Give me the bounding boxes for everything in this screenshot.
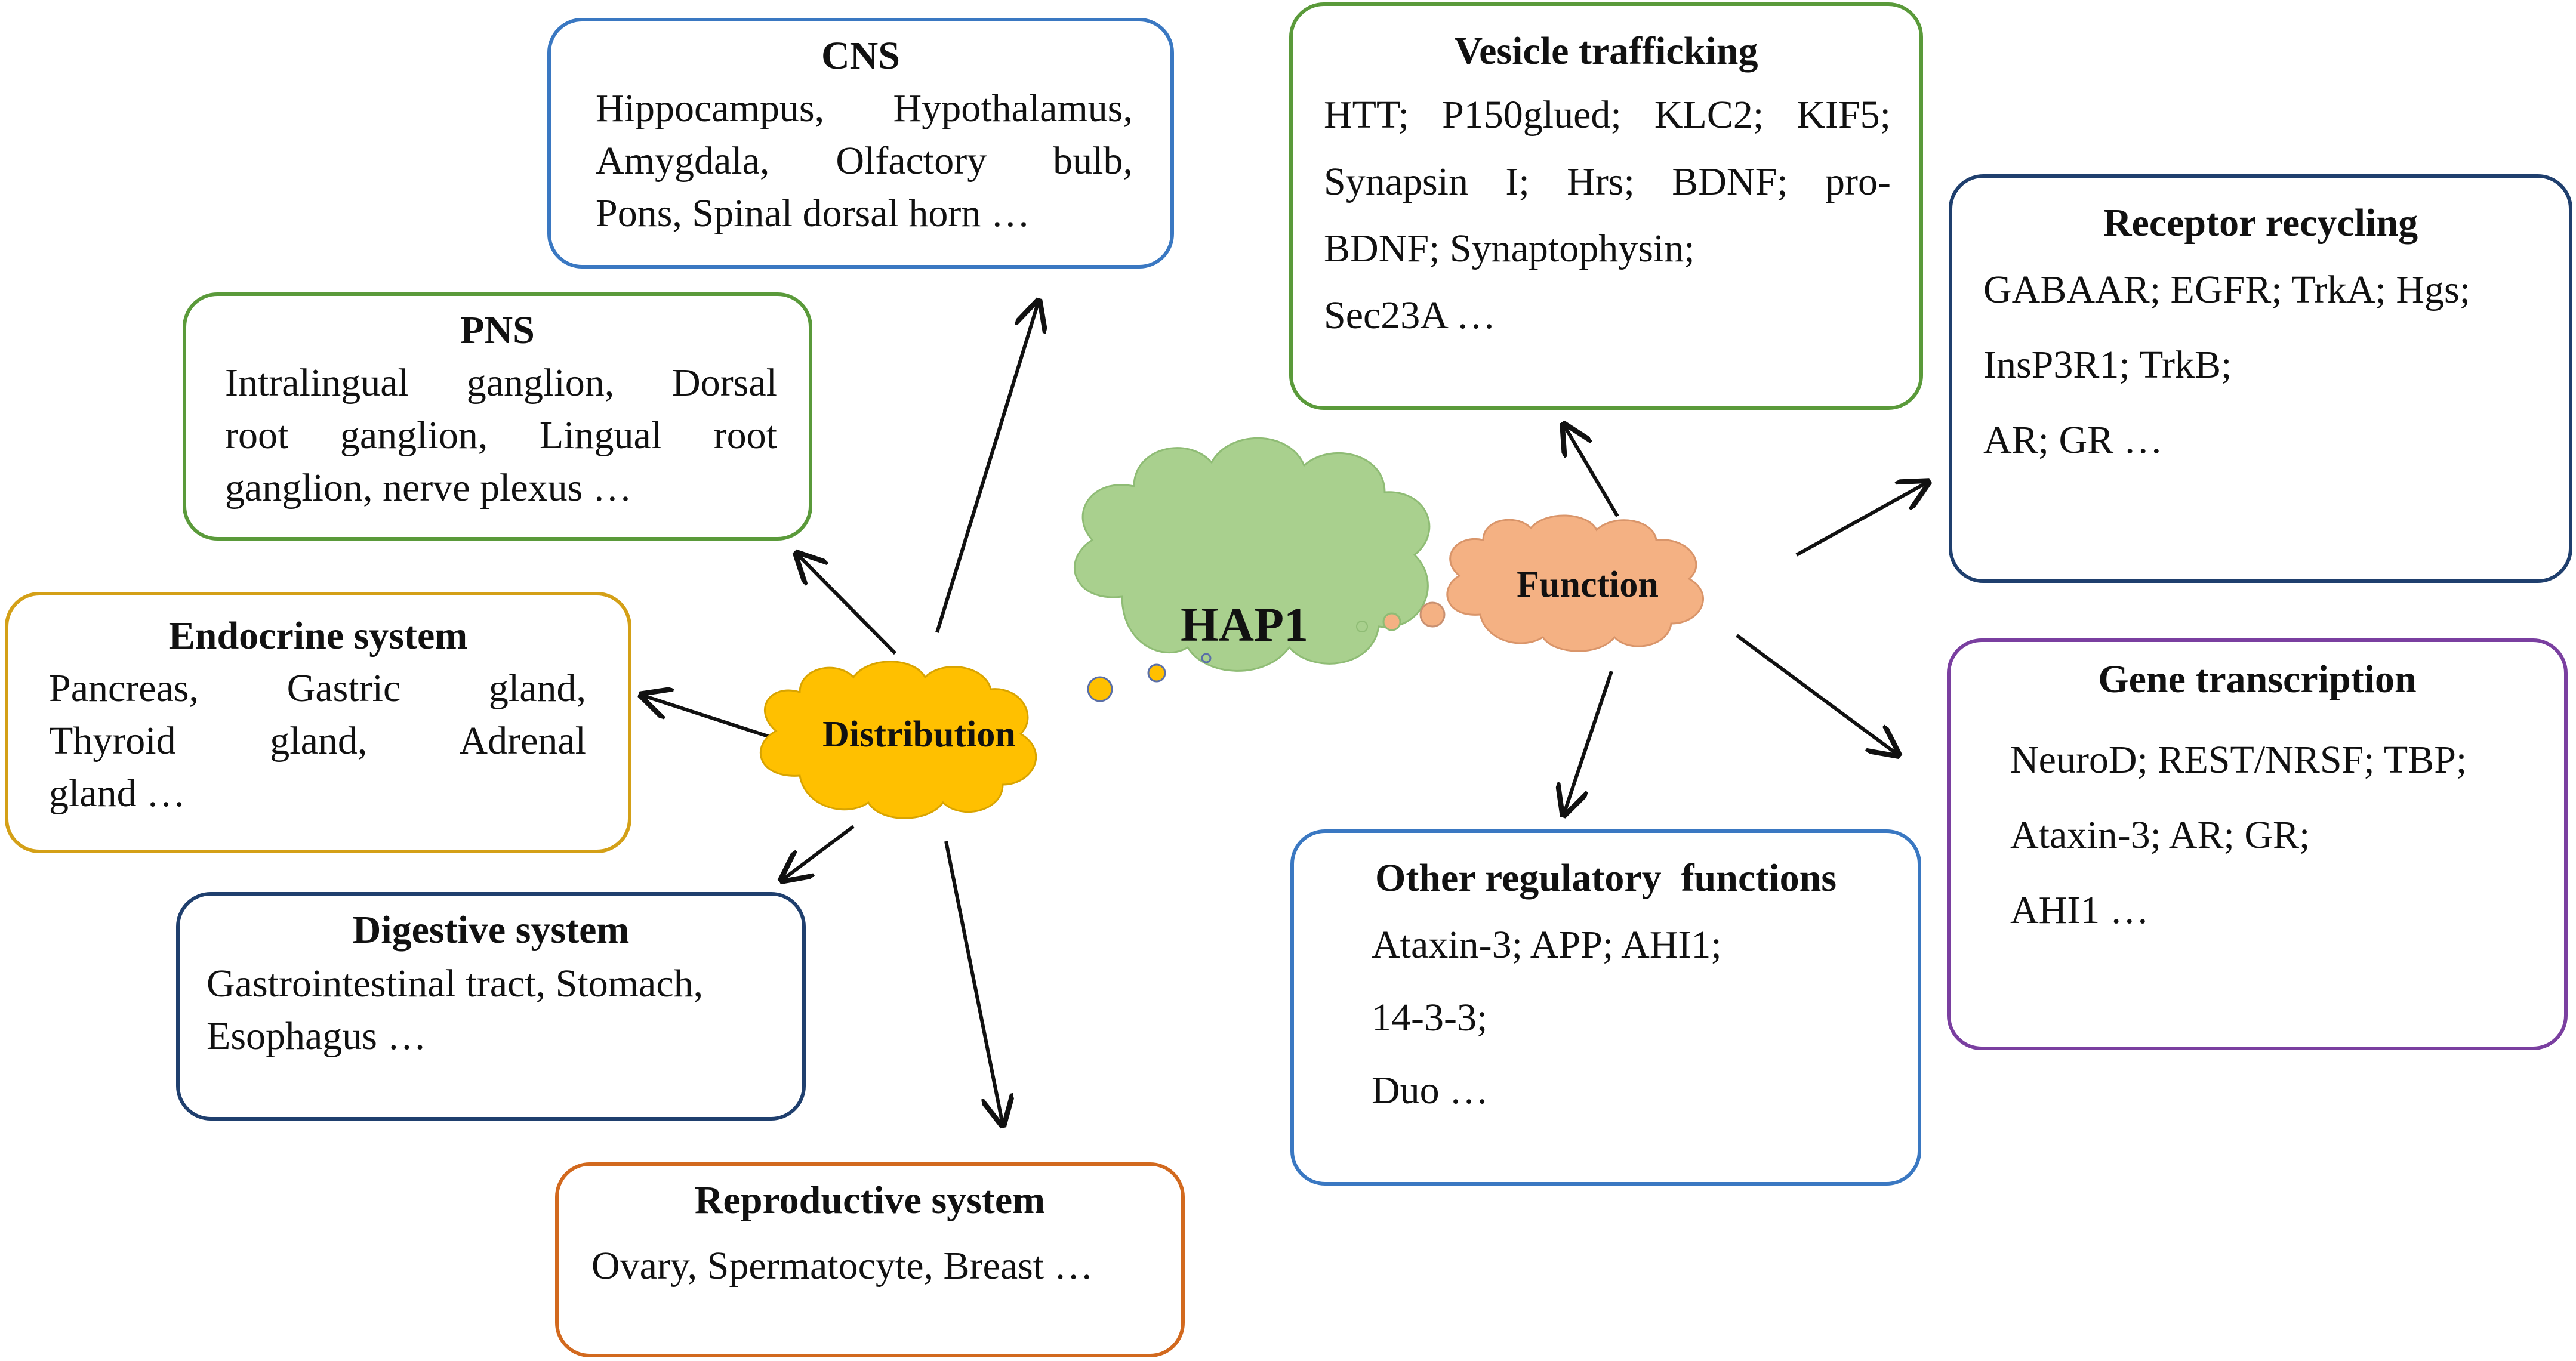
- center-label: HAP1: [1180, 597, 1309, 652]
- pns-lines: Intralingual ganglion, Dorsal root gangl…: [225, 360, 777, 518]
- cns-lines: Hippocampus, Hypothalamus, Amygdala, Olf…: [596, 86, 1133, 243]
- gene-box: Gene transcription NeuroD; REST/NRSF; TB…: [1947, 638, 2568, 1050]
- arrow-to-other: [1564, 671, 1613, 814]
- gene-lines: NeuroD; REST/NRSF; TBP; Ataxin-3; AR; GR…: [2010, 737, 2547, 963]
- receptor-box: Receptor recycling GABAAR; EGFR; TrkA; H…: [1949, 174, 2572, 583]
- digestive-title: Digestive system: [352, 908, 630, 952]
- reproductive-lines: Ovary, Spermatocyte, Breast …: [591, 1243, 1153, 1296]
- other-line: Ataxin-3; APP; AHI1;: [1372, 923, 1722, 967]
- vesicle-line: BDNF; Synaptophysin;: [1324, 227, 1695, 270]
- pns-line: Intralingual ganglion, Dorsal: [225, 361, 777, 405]
- vesicle-title: Vesicle trafficking: [1454, 29, 1758, 73]
- cns-line: Amygdala, Olfactory bulb,: [596, 139, 1133, 183]
- gene-title: Gene transcription: [2098, 658, 2417, 701]
- function-cloud: [1446, 514, 1704, 652]
- pns-box: PNS Intralingual ganglion, Dorsal root g…: [183, 292, 812, 541]
- pns-line: root ganglion, Lingual root: [225, 413, 777, 457]
- distribution-arrows: [642, 301, 1039, 1125]
- digestive-line: Esophagus …: [207, 1014, 427, 1058]
- digestive-line: Gastrointestinal tract, Stomach,: [207, 962, 704, 1005]
- function-label: Function: [1517, 564, 1659, 605]
- arrow-to-cns: [935, 301, 1039, 633]
- cns-line: Hippocampus, Hypothalamus,: [596, 87, 1133, 130]
- arrow-to-receptor: [1795, 482, 1928, 557]
- other-lines: Ataxin-3; APP; AHI1; 14-3-3; Duo …: [1372, 922, 1849, 1141]
- vesicle-line: Sec23A …: [1324, 294, 1496, 337]
- reproductive-box: Reproductive system Ovary, Spermatocyte,…: [555, 1162, 1185, 1357]
- function-arrows: [1564, 425, 1928, 814]
- endocrine-line: Pancreas, Gastric gland,: [49, 666, 586, 710]
- cns-box: CNS Hippocampus, Hypothalamus, Amygdala,…: [547, 18, 1174, 269]
- other-title: Other regulatory functions: [1375, 856, 1837, 900]
- distribution-label: Distribution: [822, 714, 1016, 755]
- center-cloud: [1074, 437, 1446, 702]
- endocrine-lines: Pancreas, Gastric gland, Thyroid gland, …: [49, 666, 586, 823]
- gene-line: NeuroD; REST/NRSF; TBP;: [2010, 738, 2467, 782]
- other-line: 14-3-3;: [1372, 996, 1488, 1039]
- arrow-to-reproductive: [944, 841, 1003, 1125]
- arrow-to-vesicle: [1564, 425, 1619, 517]
- cns-line: Pons, Spinal dorsal horn …: [596, 192, 1030, 235]
- pns-title: PNS: [460, 308, 535, 352]
- digestive-lines: Gastrointestinal tract, Stomach, Esophag…: [207, 961, 779, 1066]
- endocrine-line: gland …: [49, 771, 186, 815]
- digestive-box: Digestive system Gastrointestinal tract,…: [176, 892, 806, 1121]
- receptor-lines: GABAAR; EGFR; TrkA; Hgs; InsP3R1; TrkB; …: [1983, 267, 2556, 493]
- distribution-cloud: [760, 661, 1037, 819]
- other-line: Duo …: [1372, 1069, 1489, 1112]
- endocrine-box: Endocrine system Pancreas, Gastric gland…: [5, 592, 631, 853]
- receptor-line: InsP3R1; TrkB;: [1983, 343, 2232, 387]
- vesicle-lines: HTT; P150glued; KLC2; KIF5; Synapsin I; …: [1324, 92, 1891, 360]
- vesicle-line: HTT; P150glued; KLC2; KIF5;: [1324, 93, 1891, 137]
- vesicle-line: Synapsin I; Hrs; BDNF; pro-: [1324, 160, 1891, 203]
- arrow-to-pns: [797, 554, 897, 655]
- arrow-to-digestive: [782, 825, 855, 880]
- cns-title: CNS: [821, 34, 901, 78]
- arrow-to-gene: [1736, 634, 1898, 755]
- endocrine-line: Thyroid gland, Adrenal: [49, 719, 586, 763]
- receptor-line: GABAAR; EGFR; TrkA; Hgs;: [1983, 268, 2471, 311]
- reproductive-line: Ovary, Spermatocyte, Breast …: [591, 1244, 1093, 1288]
- receptor-title: Receptor recycling: [2103, 201, 2418, 245]
- pns-line: ganglion, nerve plexus …: [225, 466, 632, 510]
- endocrine-title: Endocrine system: [168, 614, 468, 658]
- reproductive-title: Reproductive system: [694, 1178, 1046, 1222]
- arrow-to-endocrine: [642, 695, 771, 739]
- gene-line: AHI1 …: [2010, 888, 2149, 932]
- vesicle-box: Vesicle trafficking HTT; P150glued; KLC2…: [1289, 2, 1923, 410]
- receptor-line: AR; GR …: [1983, 418, 2163, 462]
- gene-line: Ataxin-3; AR; GR;: [2010, 813, 2310, 857]
- other-box: Other regulatory functions Ataxin-3; APP…: [1290, 829, 1921, 1186]
